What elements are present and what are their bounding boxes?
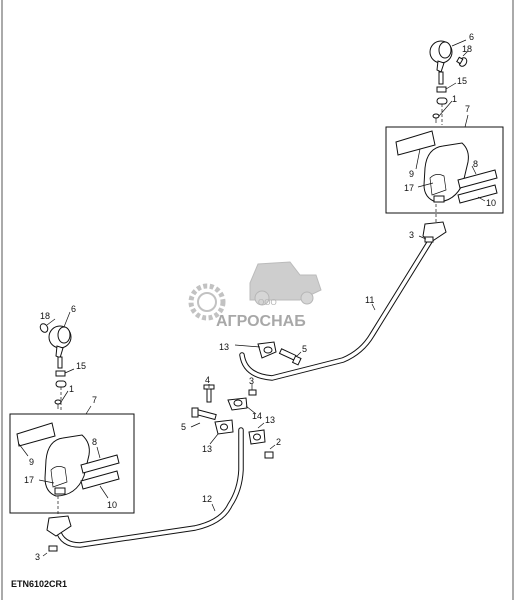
callout-label: 13 (219, 342, 229, 352)
left-lamp-bulb (39, 323, 49, 333)
callout-label: 3 (249, 376, 254, 386)
callout-label: 17 (24, 475, 34, 485)
upper-decal-strip-9 (395, 130, 436, 156)
callout-label: 11 (365, 295, 374, 305)
callout-label: 17 (404, 183, 414, 193)
left-decal-strip-8 (80, 454, 120, 474)
callout-label: 3 (35, 552, 40, 562)
callout-label: 6 (469, 32, 474, 42)
center-nut-3 (248, 389, 257, 396)
watermark-logo: ООО АГРОСНАБ (188, 261, 322, 330)
upper-lamp-bulb (456, 56, 468, 67)
callout-label: 7 (92, 395, 97, 405)
upper-lamp-shield (423, 142, 469, 203)
center-bolt-5-lower (191, 407, 217, 421)
callout-label: 9 (29, 457, 34, 467)
left-lamp-assembly (9, 323, 244, 552)
left-work-lamp (48, 325, 72, 369)
left-decal-strip-10 (80, 470, 120, 490)
watermark-brand: АГРОСНАБ (216, 313, 306, 330)
watermark-prefix: ООО (258, 298, 277, 307)
center-bolt-4 (206, 387, 212, 403)
callout-label: 5 (302, 344, 307, 354)
callout-label: 5 (181, 422, 186, 432)
center-bolt-5-upper (278, 348, 302, 366)
callout-label: 8 (92, 437, 97, 447)
callout-label: 4 (205, 375, 210, 385)
upper-mount-nut (424, 236, 434, 243)
leader-lines (18, 39, 486, 557)
callout-label: 18 (40, 311, 50, 321)
upper-decal-strip-8 (457, 169, 498, 189)
upper-work-lamp (429, 40, 453, 85)
callout-label: 6 (71, 304, 76, 314)
upper-right-lamp-assembly (239, 40, 504, 381)
left-lamp-washer (55, 380, 67, 388)
center-mount-brackets (191, 341, 302, 459)
callout-label: 7 (465, 104, 470, 114)
callout-label: 10 (486, 198, 496, 208)
upper-decal-strip-10 (457, 184, 498, 204)
left-lamp-nut (55, 370, 66, 377)
callout-label: 13 (202, 444, 212, 454)
figure-code: ETN6102CR1 (11, 579, 67, 589)
upper-lamp-screw (432, 113, 440, 123)
center-clamp-14 (227, 397, 248, 411)
callout-label: 13 (265, 415, 275, 425)
callout-label: 2 (276, 437, 281, 447)
center-nut-2 (264, 451, 274, 459)
center-clamp-upper (257, 341, 277, 359)
callout-label: 10 (107, 500, 117, 510)
callout-label: 15 (457, 76, 467, 86)
callout-labels: 6 18 15 1 7 9 8 17 10 3 11 13 5 4 3 14 1… (24, 32, 496, 562)
callout-label: 15 (76, 361, 86, 371)
left-lamp-screw (54, 399, 62, 409)
callout-label: 9 (409, 169, 414, 179)
center-clamp-13-left (214, 419, 234, 435)
left-mount-plate (46, 515, 72, 537)
center-clamp-13-right (248, 429, 266, 445)
upper-support-tube (239, 235, 435, 381)
callout-label: 8 (473, 159, 478, 169)
callout-label: 3 (409, 230, 414, 240)
callout-label: 12 (202, 494, 212, 504)
left-support-tube (55, 427, 244, 548)
callout-label: 1 (69, 384, 74, 394)
callout-label: 14 (252, 411, 262, 421)
upper-lamp-nut (436, 86, 447, 93)
callout-label: 18 (462, 44, 472, 54)
callout-label: 1 (452, 94, 457, 104)
left-decal-strip-9 (16, 422, 56, 447)
upper-lamp-washer (436, 97, 448, 105)
left-mount-nut (48, 545, 58, 552)
